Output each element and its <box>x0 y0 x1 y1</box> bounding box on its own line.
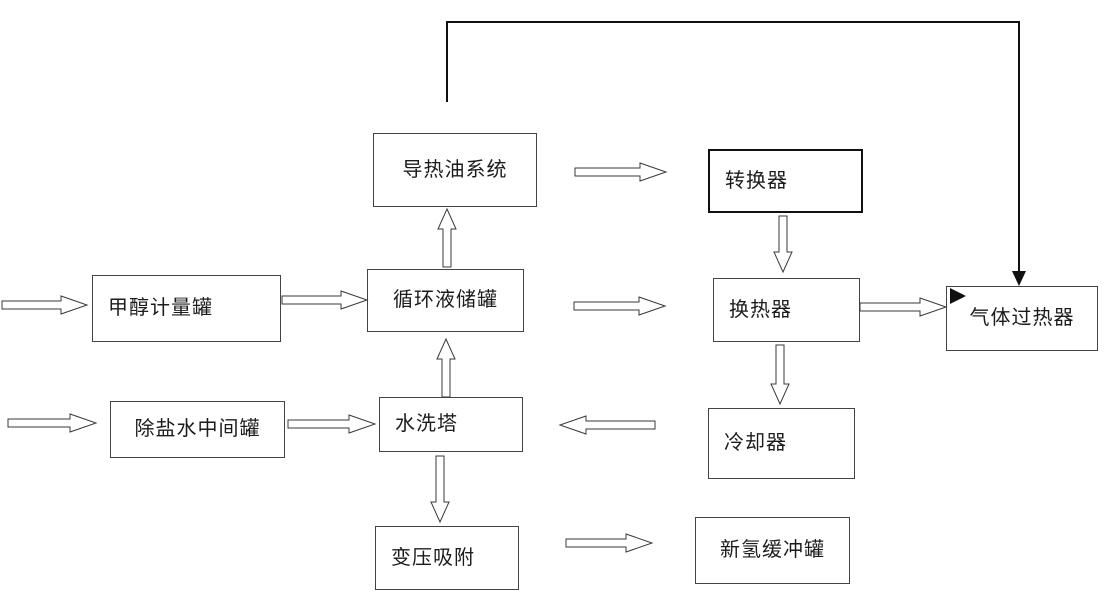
arrow-circulating-tank-to-oil-system <box>437 207 457 268</box>
node-cooler-label: 冷却器 <box>724 430 787 454</box>
node-cooler: 冷却器 <box>708 408 855 479</box>
node-heat-exchanger: 换热器 <box>713 278 860 342</box>
node-methanol-metering-tank-label: 甲醇计量罐 <box>108 295 213 319</box>
node-desalted-water-middle-tank-label: 除盐水中间罐 <box>134 416 261 440</box>
node-circulating-liquid-tank: 循环液储罐 <box>367 269 524 332</box>
node-gas-superheater-label: 气体过热器 <box>969 305 1075 329</box>
arrow-heat-exchanger-to-cooler <box>770 344 790 406</box>
arrow-wash-tower-to-psa <box>430 455 450 524</box>
node-water-wash-tower: 水洗塔 <box>379 397 523 452</box>
node-fresh-hydrogen-buffer-tank: 新氢缓冲罐 <box>695 517 850 584</box>
arrow-psa-to-hydrogen-buffer <box>565 533 654 553</box>
node-pressure-swing-adsorption-label: 变压吸附 <box>391 544 475 569</box>
recycle-line-arrowhead <box>1012 271 1026 286</box>
node-heat-exchanger-label: 换热器 <box>729 296 792 321</box>
node-gas-superheater: 气体过热器 <box>946 286 1098 351</box>
arrow-wash-tower-to-circulating-tank <box>436 337 456 398</box>
node-methanol-metering-tank: 甲醇计量罐 <box>92 275 281 342</box>
arrow-desalted-to-wash-tower <box>287 414 377 434</box>
node-circulating-liquid-tank-label: 循环液储罐 <box>393 287 498 311</box>
node-fresh-hydrogen-buffer-tank-label: 新氢缓冲罐 <box>720 537 825 561</box>
node-converter: 转换器 <box>708 149 863 213</box>
arrow-converter-to-heat-exchanger <box>773 215 793 274</box>
arrow-cooler-to-wash-tower <box>558 415 656 435</box>
arrow-heat-exchanger-to-superheater <box>859 297 948 317</box>
arrow-oil-system-to-converter <box>574 162 668 182</box>
node-water-wash-tower-label: 水洗塔 <box>395 411 458 435</box>
node-heat-oil-system: 导热油系统 <box>373 133 537 207</box>
arrow-feed-to-methanol-tank <box>1 295 89 315</box>
arrow-feed-to-desalted-tank <box>7 413 98 433</box>
arrow-circulating-to-heat-exchanger <box>573 296 667 316</box>
node-heat-oil-system-label: 导热油系统 <box>402 156 508 181</box>
arrow-methanol-to-circulating-tank <box>281 290 369 310</box>
node-desalted-water-middle-tank: 除盐水中间罐 <box>110 401 285 458</box>
node-pressure-swing-adsorption: 变压吸附 <box>375 526 519 590</box>
node-converter-label: 转换器 <box>725 167 788 192</box>
